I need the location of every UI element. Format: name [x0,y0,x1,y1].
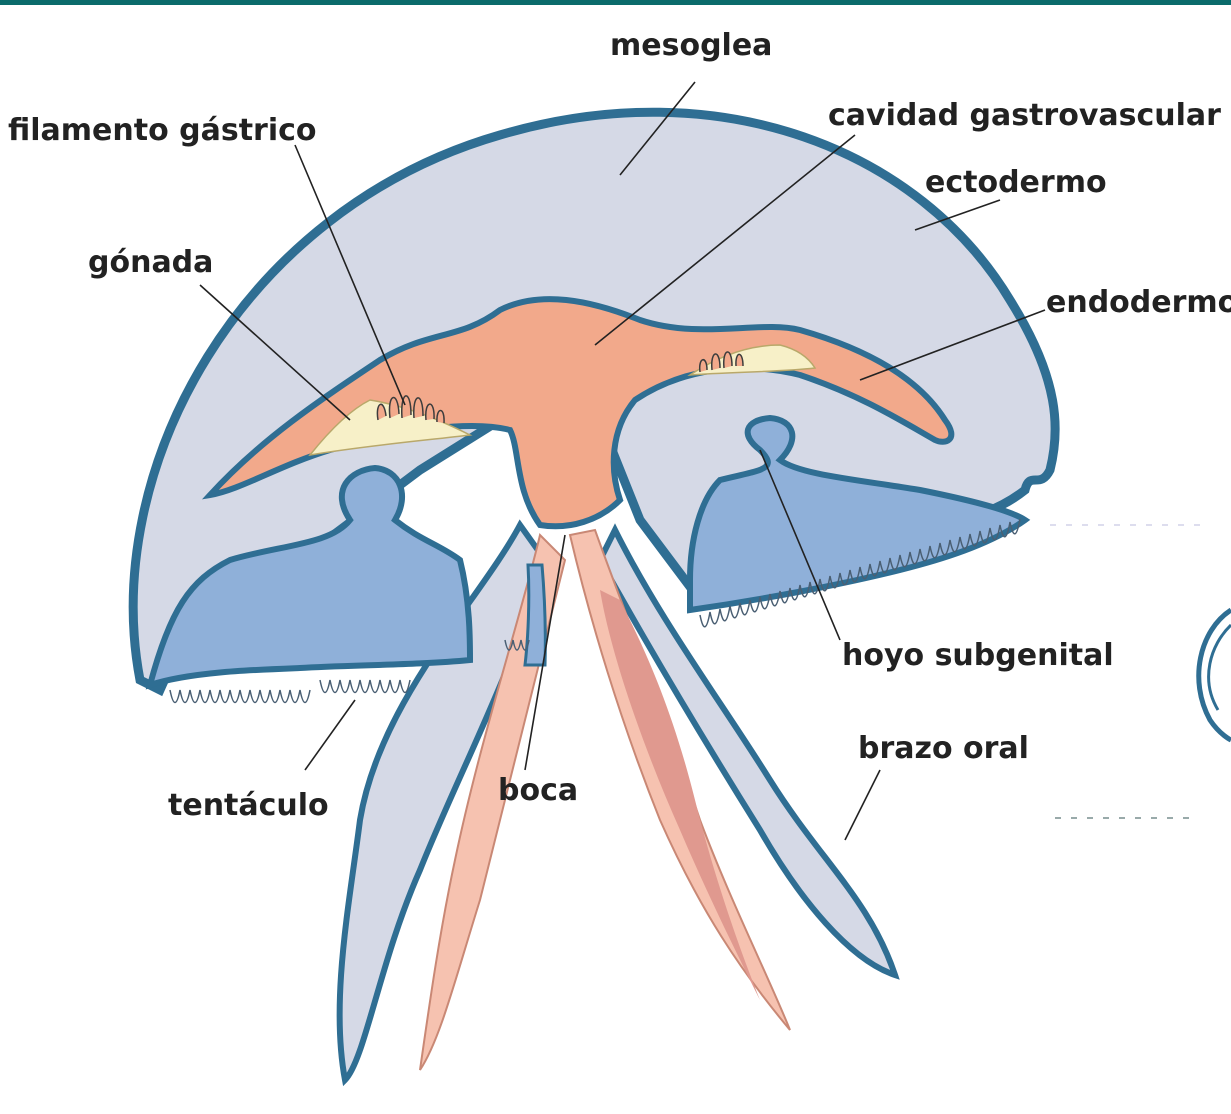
leader-tentaculo [305,700,355,770]
label-endodermo: endodermo [1046,285,1231,320]
label-brazo-oral: brazo oral [858,731,1029,766]
label-ectodermo: ectodermo [925,165,1107,200]
label-filamento-gastrico: filamento gástrico [8,113,317,148]
leader-brazo-oral [845,770,880,840]
label-tentaculo: tentáculo [168,788,329,823]
label-cavidad-gastrovascular: cavidad gastrovascular [828,98,1221,133]
label-mesoglea: mesoglea [610,28,772,63]
tentacles-left [170,680,410,703]
label-hoyo-subgenital: hoyo subgenital [842,638,1114,673]
label-gonada: gónada [88,245,213,280]
label-boca: boca [498,773,578,808]
mouth-tube [525,565,545,665]
